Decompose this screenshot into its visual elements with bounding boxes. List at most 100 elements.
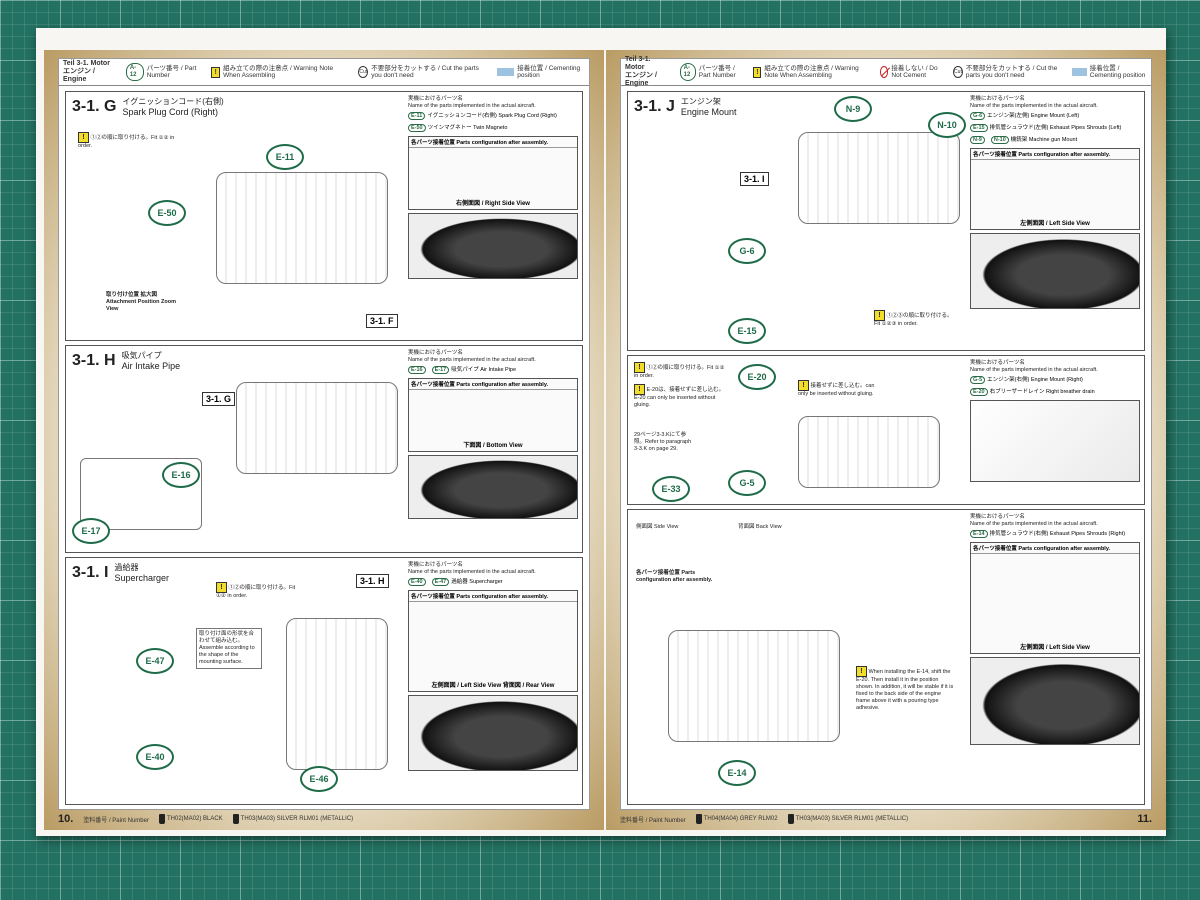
paint-name: TH04(MA04) GREY RLM02 xyxy=(703,816,778,822)
part-callout: E-14 xyxy=(718,760,756,786)
impl-part-name: 排気管シュラウド(右側) Exhaust Pipes Shrouds (Righ… xyxy=(989,531,1126,537)
paint-item: TH02(MA02) BLACK xyxy=(158,814,223,824)
legend-cementing-label: 接着位置 / Cementing position xyxy=(1089,65,1146,79)
paint-name: TH03(MA03) SILVER RLM01 (METALLIC) xyxy=(240,816,354,822)
assembly-note: ! ①②の順に取り付ける。Fit ①② in order. xyxy=(634,362,726,380)
parts-panel: 実機におけるパーツ名 Name of the parts implemented… xyxy=(408,96,578,279)
header-title: Teil 3-1. Motor エンジン / Engine xyxy=(63,60,118,84)
header-title: Teil 3-1. Motor エンジン / Engine xyxy=(625,56,672,88)
warning-icon: ! xyxy=(78,132,89,143)
impl-part-name: 吸気パイプ Air Intake Pipe xyxy=(451,367,517,373)
legend-cut-label: 不要部分をカットする / Cut the parts you don't nee… xyxy=(371,65,479,79)
assembled-photo xyxy=(408,695,578,771)
parts-panel: 実機におけるパーツ名 Name of the parts implemented… xyxy=(408,350,578,519)
config-view: 各パーツ接着位置 Parts configuration after assem… xyxy=(408,590,578,692)
section-name-jp: エンジン架 xyxy=(680,97,721,106)
impl-part-name: ツインマグネトー Twin Magneto xyxy=(427,125,508,131)
side-view-label: 側面図 Side View xyxy=(636,524,679,530)
legend-nocement-label: 接着しない / Do Not Cement xyxy=(891,65,938,79)
legend-warning-label: 組み立ての際の注意点 / Warning Note When Assemblin… xyxy=(764,65,859,79)
part-callout: E-47 xyxy=(136,648,174,674)
assembled-photo xyxy=(408,213,578,279)
legend-cementing-label: 接着位置 / Cementing position xyxy=(517,65,581,79)
assembly-note-text: ①②の順に取り付ける。Fit ①② in order. xyxy=(216,585,296,599)
impl-part-name: イグニッションコード(右側) Spark Plug Cord (Right) xyxy=(427,113,557,119)
cut-icon: Cut xyxy=(953,66,963,78)
part-callout: E-15 xyxy=(728,318,766,344)
impl-title-jp: 実機におけるパーツ名 xyxy=(970,96,1025,102)
impl-part: E-16 xyxy=(408,366,428,374)
warning-icon: ! xyxy=(634,384,645,395)
config-title: 各パーツ接着位置 Parts configuration after assem… xyxy=(971,149,1139,160)
impl-title-jp: 実機におけるパーツ名 xyxy=(970,360,1025,366)
parts-panel: 実機におけるパーツ名 Name of the parts implemented… xyxy=(970,360,1140,482)
parts-panel: 実機におけるパーツ名 Name of the parts implemented… xyxy=(408,562,578,771)
section-number: 3-1. H xyxy=(72,352,116,369)
legend-warning: ! 組み立ての際の注意点 / Warning Note When Assembl… xyxy=(211,65,350,79)
do-not-cement-icon xyxy=(879,66,889,78)
paint-item: TH03(MA03) SILVER RLM01 (METALLIC) xyxy=(787,814,908,824)
section-number: 3-1. I xyxy=(72,564,109,581)
warning-icon: ! xyxy=(753,66,762,78)
parts-panel: 実機におけるパーツ名 Name of the parts implemented… xyxy=(970,96,1140,309)
impl-title-jp: 実機におけるパーツ名 xyxy=(970,514,1025,520)
section-3-1-j-step2: ! ①②の順に取り付ける。Fit ①② in order. ! E-20は、接着… xyxy=(627,355,1145,505)
assembly-note: ! ①②の順に取り付ける。Fit ①② in order. xyxy=(216,582,306,600)
config-view: 各パーツ接着位置 Parts configuration after assem… xyxy=(970,542,1140,654)
page-footer: 10. 塗料番号 / Paint Number TH02(MA02) BLACK… xyxy=(58,808,590,830)
part-callout: E-46 xyxy=(300,766,338,792)
legend-warning-label: 組み立ての際の注意点 / Warning Note When Assemblin… xyxy=(223,65,334,79)
paint-bottle-icon xyxy=(787,814,794,824)
legend-part-number-label: パーツ番号 / Part Number xyxy=(698,65,736,79)
section-number: 3-1. G xyxy=(72,98,117,115)
config-view: 各パーツ接着位置 Parts configuration after assem… xyxy=(408,136,578,210)
impl-part-name: 右ブリーザードレイン Right breather drain xyxy=(989,389,1095,395)
legend-cut: Cut 不要部分をカットする / Cut the parts you don't… xyxy=(358,65,489,79)
paint-label: 塗料番号 / Paint Number xyxy=(620,817,686,824)
impl-title-en: Name of the parts implemented in the act… xyxy=(408,357,536,363)
impl-part-id: G-5 xyxy=(970,376,986,384)
assembled-photo xyxy=(408,455,578,519)
part-callout: E-20 xyxy=(738,364,776,390)
engine-drawing xyxy=(216,172,388,284)
reference-step: 3-1. I xyxy=(740,172,769,186)
section-title: 3-1. H 吸気パイプ Air Intake Pipe xyxy=(72,350,180,372)
section-name-jp: 吸気パイプ xyxy=(121,351,162,360)
config-view: 各パーツ接着位置 Parts configuration after assem… xyxy=(970,148,1140,230)
legend-cut-label: 不要部分をカットする / Cut the parts you don't nee… xyxy=(965,65,1058,79)
assembly-note: ! ①②③の順に取り付ける。Fit ①②③ in order. xyxy=(874,310,954,328)
part-callout: E-33 xyxy=(652,476,690,502)
part-badge-icon: A-12 xyxy=(679,63,696,81)
impl-part-id: E-40 xyxy=(408,578,426,586)
page-number: 11. xyxy=(1137,813,1152,825)
cement-swatch-icon xyxy=(1072,68,1087,76)
section-3-1-g: 3-1. G イグニッションコード(右側) Spark Plug Cord (R… xyxy=(65,91,583,341)
part-callout: E-11 xyxy=(266,144,304,170)
warning-icon: ! xyxy=(874,310,885,321)
assembly-note: ! E-20は、接着せずに差し込む。E-20 can only be inser… xyxy=(634,384,726,409)
impl-title-jp: 実機におけるパーツ名 xyxy=(408,562,463,568)
part-callout: E-40 xyxy=(136,744,174,770)
paint-label: 塗料番号 / Paint Number xyxy=(83,817,149,824)
legend-cut: Cut 不要部分をカットする / Cut the parts you don't… xyxy=(953,65,1064,79)
section-3-1-j: 3-1. J エンジン架 Engine Mount 3-1. I N-9 N-1… xyxy=(627,91,1145,351)
assembly-note-text: E-20は、接着せずに差し込む。E-20 can only be inserte… xyxy=(634,387,725,408)
back-view-label: 背面図 Back View xyxy=(738,524,782,530)
impl-part-id: G-6 xyxy=(970,112,986,120)
section-name-en: Engine Mount xyxy=(680,107,737,117)
page-header: Teil 3-1. Motor エンジン / Engine A-12 パーツ番号… xyxy=(59,59,589,86)
impl-part-id: N-10 xyxy=(990,136,1009,144)
assembly-note-text: ①②の順に取り付ける。Fit ①② in order. xyxy=(634,365,725,379)
section-name-jp: 過給器 xyxy=(114,563,139,572)
legend-cementing: 接着位置 / Cementing position xyxy=(1072,65,1147,79)
impl-part-id: E-20 xyxy=(970,388,988,396)
impl-part-id: E-17 xyxy=(431,366,450,374)
assembly-note: ! ①②の順に取り付ける。Fit ①② in order. xyxy=(78,132,178,150)
assembled-photo xyxy=(970,233,1140,309)
part-callout: G-5 xyxy=(728,470,766,496)
